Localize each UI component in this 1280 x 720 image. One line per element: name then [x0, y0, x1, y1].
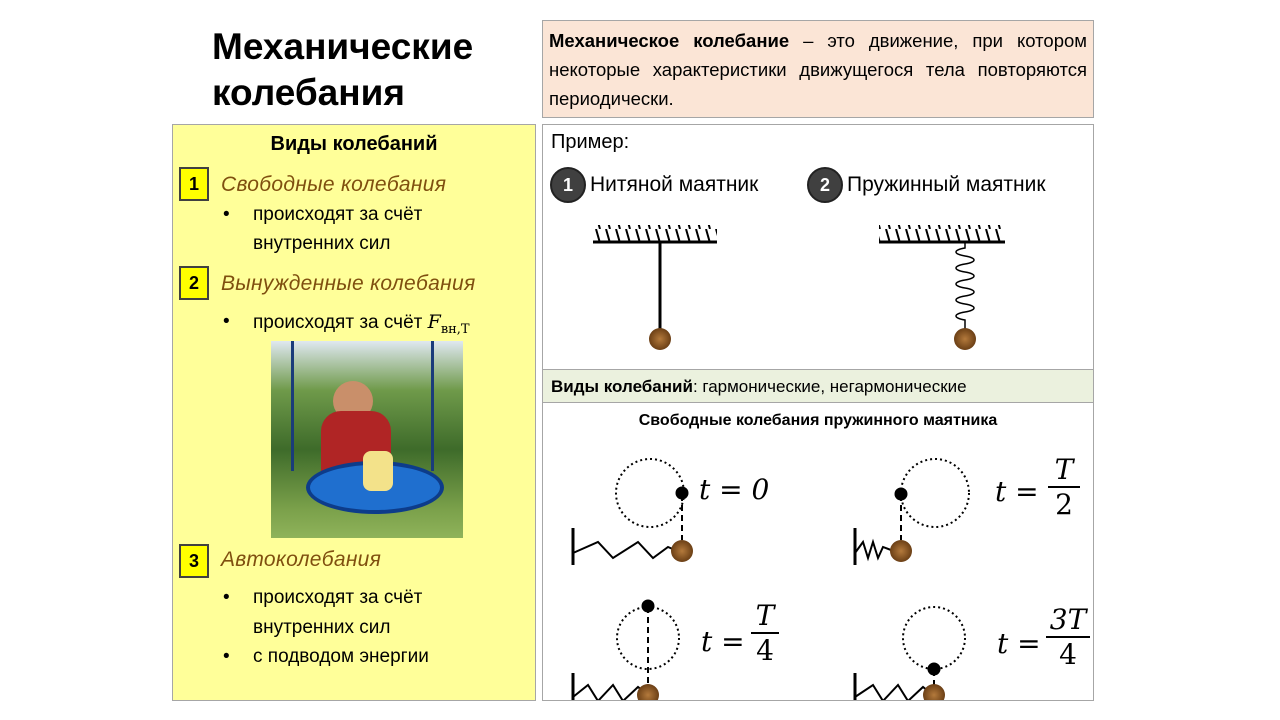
state-tT2 [853, 458, 970, 565]
panel-heading: Виды колебаний [270, 133, 438, 155]
oscillation-kinds-band: Виды колебаний: гармонические, негармони… [543, 369, 1093, 403]
spring-oscillation-diagram [571, 458, 970, 700]
diagram-title: Свободные колебания пружинного маятника [638, 412, 998, 429]
state-t0 [571, 458, 693, 565]
kind-forced: Вынужденные колебания [221, 272, 476, 295]
definition-box: Механическое колебание – это движение, п… [542, 20, 1094, 118]
number-badge: 2 [179, 266, 209, 300]
example-label: Пример: [551, 131, 630, 153]
page-title: Механические колебания [212, 26, 474, 113]
kind-self: Автоколебания [221, 548, 382, 571]
swing-photo [271, 341, 463, 538]
thread-pendulum-label: Нитяной маятник [590, 173, 759, 196]
oscillation-types-panel: Виды колебаний 1 Свободные колебания •пр… [172, 124, 536, 701]
number-circle: 2 [807, 167, 843, 203]
time-label: t = 0 [699, 473, 770, 506]
spring-pendulum [879, 225, 1005, 350]
state-t3T4 [853, 606, 966, 700]
definition-term: Механическое колебание [549, 30, 790, 51]
time-label: t = [701, 625, 745, 658]
state-tT4 [571, 599, 680, 700]
time-label: t = [995, 475, 1039, 508]
time-label: t = [997, 627, 1041, 660]
number-circle: 1 [550, 167, 586, 203]
example-panel: Пример: 1 Нитяной маятник 2 Пружинный ма… [542, 124, 1094, 701]
thread-pendulum [593, 225, 717, 350]
kind-free: Свободные колебания [221, 173, 447, 196]
number-badge: 3 [179, 544, 209, 578]
pendulum-diagrams [593, 225, 1005, 350]
number-badge: 1 [179, 167, 209, 201]
spring-pendulum-label: Пружинный маятник [847, 173, 1046, 196]
definition-text: – это движение, при котором некоторые ха… [549, 30, 1087, 109]
